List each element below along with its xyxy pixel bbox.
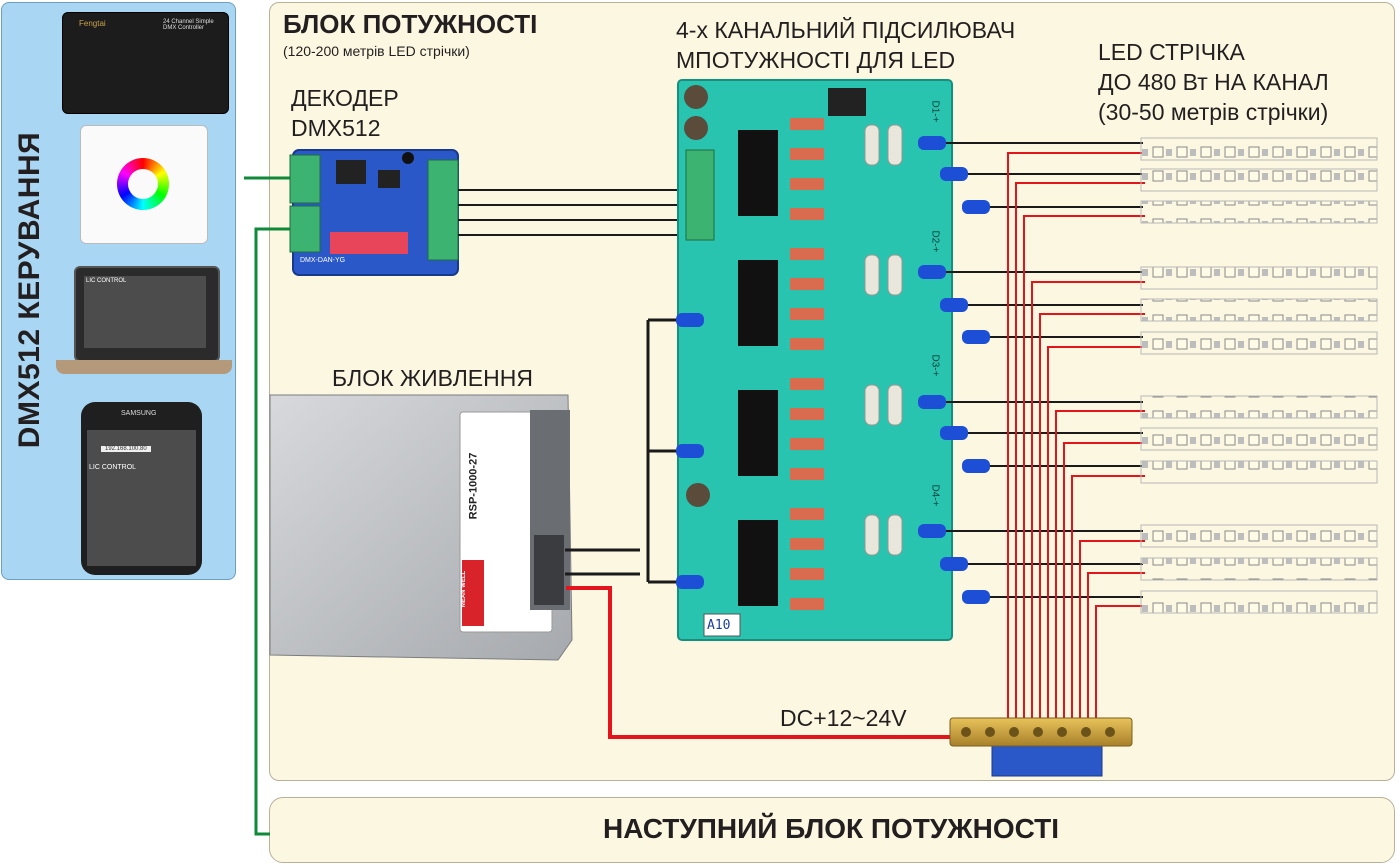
amplifier-channel-components bbox=[738, 118, 903, 610]
psu-model: RSP-1000-27 bbox=[467, 452, 480, 520]
amplifier-channel-label-3: D3-+ bbox=[929, 354, 941, 377]
dmx-decoder-board bbox=[289, 149, 459, 276]
laptop-base bbox=[56, 360, 232, 374]
dmx-signal-wires bbox=[244, 176, 293, 836]
amplifier-board bbox=[677, 79, 953, 641]
amplifier-channel-label-1: D1-+ bbox=[929, 100, 941, 123]
decoder-pcb-text: DMX-DAN-YG bbox=[300, 257, 346, 264]
led-strip-title-line2: ДО 480 Вт НА КАНАЛ bbox=[1098, 69, 1329, 95]
negative-bus-wires bbox=[565, 318, 686, 584]
supply-positive-wire bbox=[566, 586, 956, 739]
phone-url: 192.168.100.80 bbox=[101, 446, 151, 452]
positive-wires bbox=[1007, 152, 1145, 725]
next-block-panel bbox=[269, 797, 1395, 863]
decoder-title-line2: DMX512 bbox=[291, 115, 381, 141]
amplifier-channel-label-2: D2-+ bbox=[929, 230, 941, 253]
positive-bus-bar bbox=[949, 717, 1133, 777]
power-block-title: БЛОК ПОТУЖНОСТІ bbox=[283, 9, 538, 39]
voltage-label: DC+12~24V bbox=[780, 705, 907, 731]
amplifier-title-line2: МПОТУЖНОСТІ ДЛЯ LED bbox=[676, 47, 956, 73]
console-brand: Fengtai bbox=[79, 19, 106, 28]
psu-brand: MEAN WELL bbox=[461, 570, 468, 608]
smartphone: SAMSUNG 192.168.100.80 LIC CONTROL bbox=[81, 402, 202, 575]
phone-brand: SAMSUNG bbox=[121, 410, 157, 417]
laptop-app-name: LIC CONTROL bbox=[86, 278, 127, 284]
led-strip-title-line1: LED СТРІЧКА bbox=[1098, 39, 1245, 65]
dmx-console: Fengtai 24 Channel Simple DMX Controller bbox=[62, 12, 229, 114]
output-wires bbox=[940, 142, 1143, 598]
led-strip-title-line3: (30-50 метрів стрічки) bbox=[1098, 99, 1329, 125]
power-block-subtitle: (120-200 метрів LED стрічки) bbox=[283, 43, 470, 59]
control-wires bbox=[458, 189, 690, 236]
console-caption: 24 Channel Simple DMX Controller bbox=[163, 19, 214, 31]
touch-panel bbox=[80, 125, 208, 244]
decoder-title-line1: ДЕКОДЕР bbox=[291, 85, 399, 111]
power-supply-title: БЛОК ЖИВЛЕННЯ bbox=[332, 365, 533, 391]
next-block-label: НАСТУПНИЙ БЛОК ПОТУЖНОСТІ bbox=[602, 813, 1060, 844]
led-strips bbox=[1140, 137, 1378, 614]
amplifier-title-line1: 4-х КАНАЛЬНИЙ ПІДСИЛЮВАЧ bbox=[676, 17, 1016, 43]
amplifier-board-id: A10 bbox=[707, 618, 731, 633]
phone-app-name: LIC CONTROL bbox=[89, 464, 137, 471]
laptop: LIC CONTROL bbox=[74, 266, 220, 362]
amplifier-channel-label-4: D4-+ bbox=[929, 484, 941, 507]
power-supply-unit bbox=[269, 394, 573, 661]
amplifier-output-terminals bbox=[918, 136, 990, 604]
amplifier-input-terminals bbox=[676, 313, 704, 589]
